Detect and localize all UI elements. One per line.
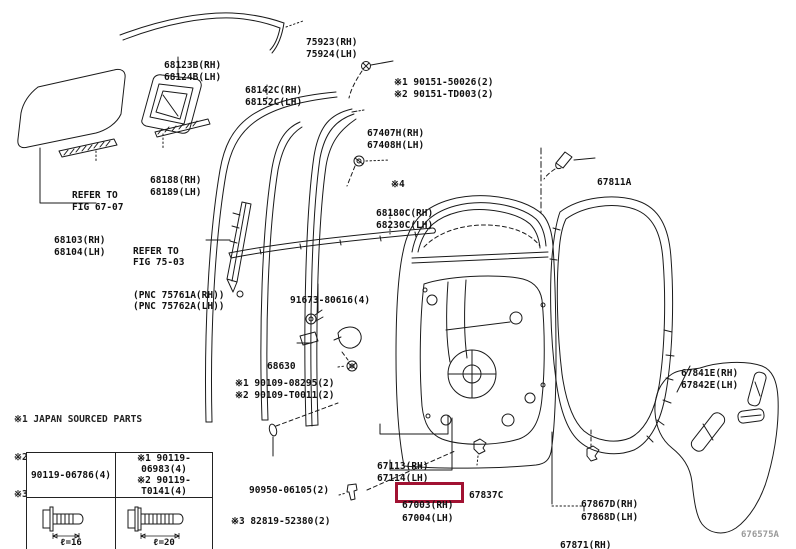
- part-label-68188[interactable]: 68188(RH)68189(LH): [150, 175, 202, 198]
- clip-icon: [338, 450, 456, 501]
- clip-icon: [268, 402, 339, 457]
- clip-icon: [586, 429, 600, 462]
- part-label-67407h[interactable]: 67407H(RH)67408H(LH): [367, 128, 425, 151]
- window-frame-drawing: [205, 84, 338, 423]
- roof-moulding-drawing: [119, 12, 304, 54]
- bolt-length-label: ℓ=16: [60, 538, 82, 548]
- bracket-lines: [379, 415, 453, 471]
- fastener-part-90119-06786[interactable]: 90119-06786(4): [26, 452, 116, 498]
- fastener-part-90119-alt[interactable]: ※1 90119-06983(4) ※2 90119-T0141(4): [115, 452, 213, 498]
- door-check-drawing: [296, 283, 362, 372]
- part-label-68142c[interactable]: 68142C(RH)68152C(LH): [245, 85, 303, 108]
- door-glass-drawing: [17, 68, 126, 204]
- screw-icon: [348, 60, 394, 99]
- part-label-90151[interactable]: ※1 90151-50026(2)※2 90151-TD003(2): [394, 77, 494, 100]
- part-label-67113[interactable]: 67113(RH)67114(LH): [377, 461, 429, 484]
- quarter-window-drawing: [141, 56, 211, 151]
- belt-moulding-drawing: [228, 208, 436, 259]
- part-label-67867d[interactable]: 67867D(RH)67868D(LH): [581, 499, 639, 523]
- selected-part-highlight: [395, 482, 464, 503]
- bolt-icon: [127, 506, 184, 539]
- part-label-82819[interactable]: ※3 82819-52380(2): [231, 516, 331, 527]
- part-label-68123b[interactable]: 68123B(RH)68124B(LH): [164, 60, 222, 83]
- part-label-68103[interactable]: 68103(RH)68104(LH): [54, 235, 106, 258]
- part-label-75923[interactable]: 75923(RH)75924(LH): [306, 37, 358, 60]
- note-japan-sourced: ※1 JAPAN SOURCED PARTS: [14, 414, 143, 425]
- bolt-length-label: ℓ=20: [153, 538, 175, 548]
- part-label-67837c[interactable]: 67837C: [469, 490, 504, 501]
- service-hole-cover-drawing: [654, 361, 779, 534]
- weatherstrip-drawing: [549, 196, 675, 512]
- part-label-67811a[interactable]: 67811A: [597, 177, 632, 188]
- part-label-67003[interactable]: 67003(RH)67004(LH): [402, 500, 454, 524]
- part-label-68630[interactable]: 68630: [267, 361, 296, 372]
- door-panel-drawing: [395, 147, 557, 469]
- part-label-90950[interactable]: 90950-06105(2): [249, 485, 330, 496]
- part-label-67871[interactable]: 67871(RH)67872(LH): [560, 540, 612, 549]
- part-label-91673[interactable]: 91673-80616(4): [290, 295, 371, 306]
- part-label-67841e[interactable]: 67841E(RH)67842E(LH): [681, 368, 739, 391]
- marker-4: ※4: [391, 179, 405, 190]
- screw-icon: [346, 155, 390, 187]
- figure-code-watermark: 676575A: [741, 530, 779, 540]
- part-label-90109[interactable]: ※1 90109-08295(2)※2 90109-T0011(2): [235, 378, 335, 401]
- run-channel-drawing: [304, 108, 365, 427]
- cushion-drawing: [543, 151, 596, 180]
- clip-icon: [473, 438, 487, 466]
- bolt-icon: [42, 506, 84, 539]
- fastener-table: 90119-06786(4) ※1 90119-06983(4) ※2 9011…: [26, 452, 213, 549]
- division-bar-drawing: [205, 201, 252, 298]
- part-label-68180c[interactable]: 68180C(RH)68230C(LH): [376, 208, 434, 231]
